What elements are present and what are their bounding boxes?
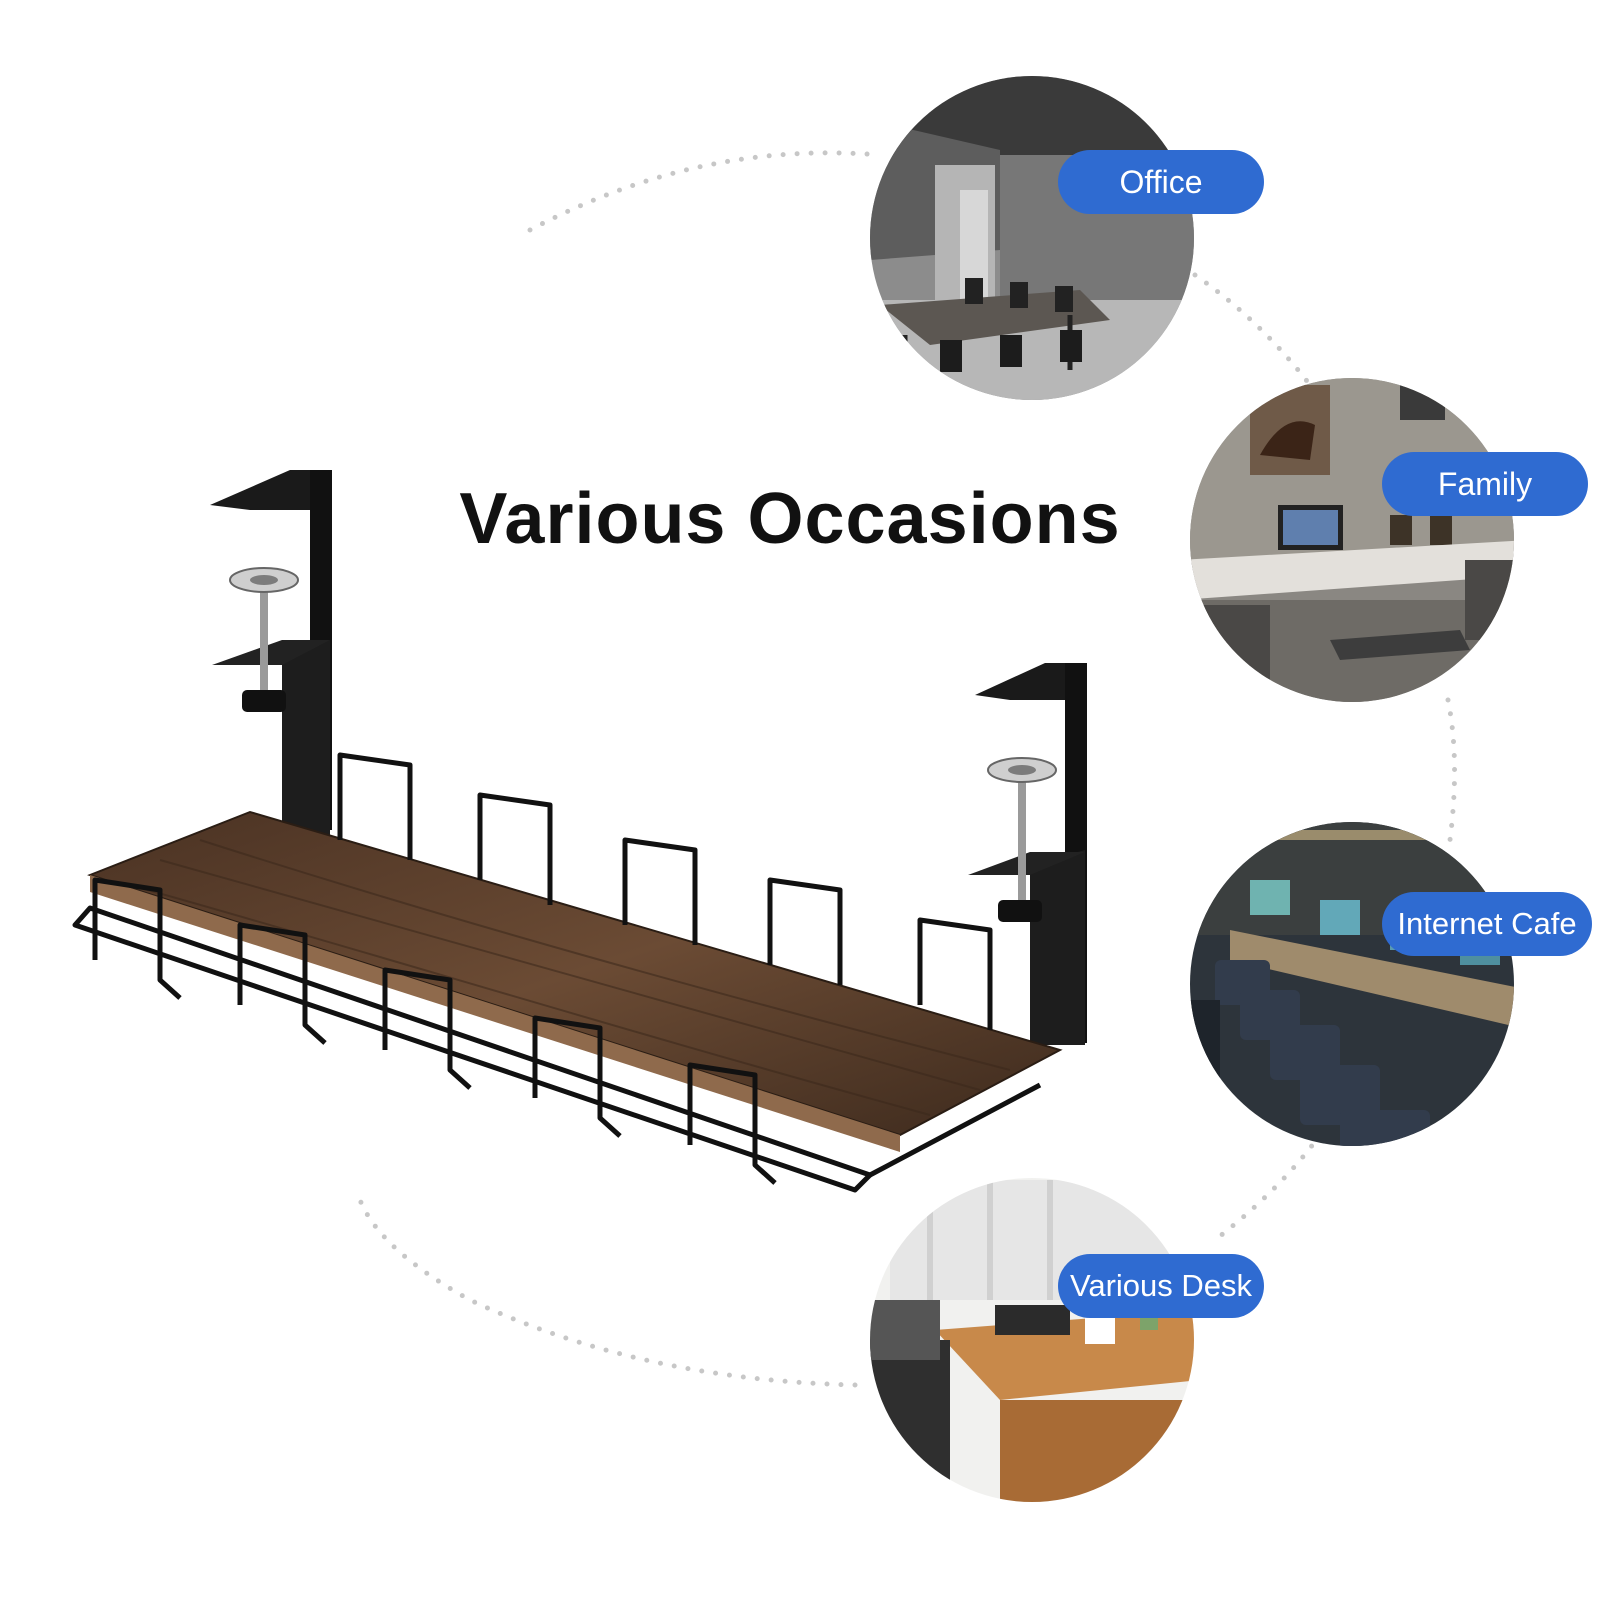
wire-basket [72,752,1042,1193]
office-photo [870,76,1194,400]
internet-cafe-photo [1190,822,1514,1146]
right-clamp [968,663,1087,1045]
occasion-label-various-desk: Various Desk [1058,1254,1264,1318]
occasion-label-internet-cafe: Internet Cafe [1382,892,1592,956]
desk-photo [870,1178,1194,1502]
cable-tray-product [72,470,1087,1193]
left-clamp [210,470,332,835]
wood-board [87,810,1063,1137]
occasion-label-office: Office [1058,150,1264,214]
page-title: Various Occasions [459,479,1121,559]
occasion-label-family: Family [1382,452,1588,516]
dotted-arc [357,150,1458,1388]
family-photo [1190,378,1514,702]
